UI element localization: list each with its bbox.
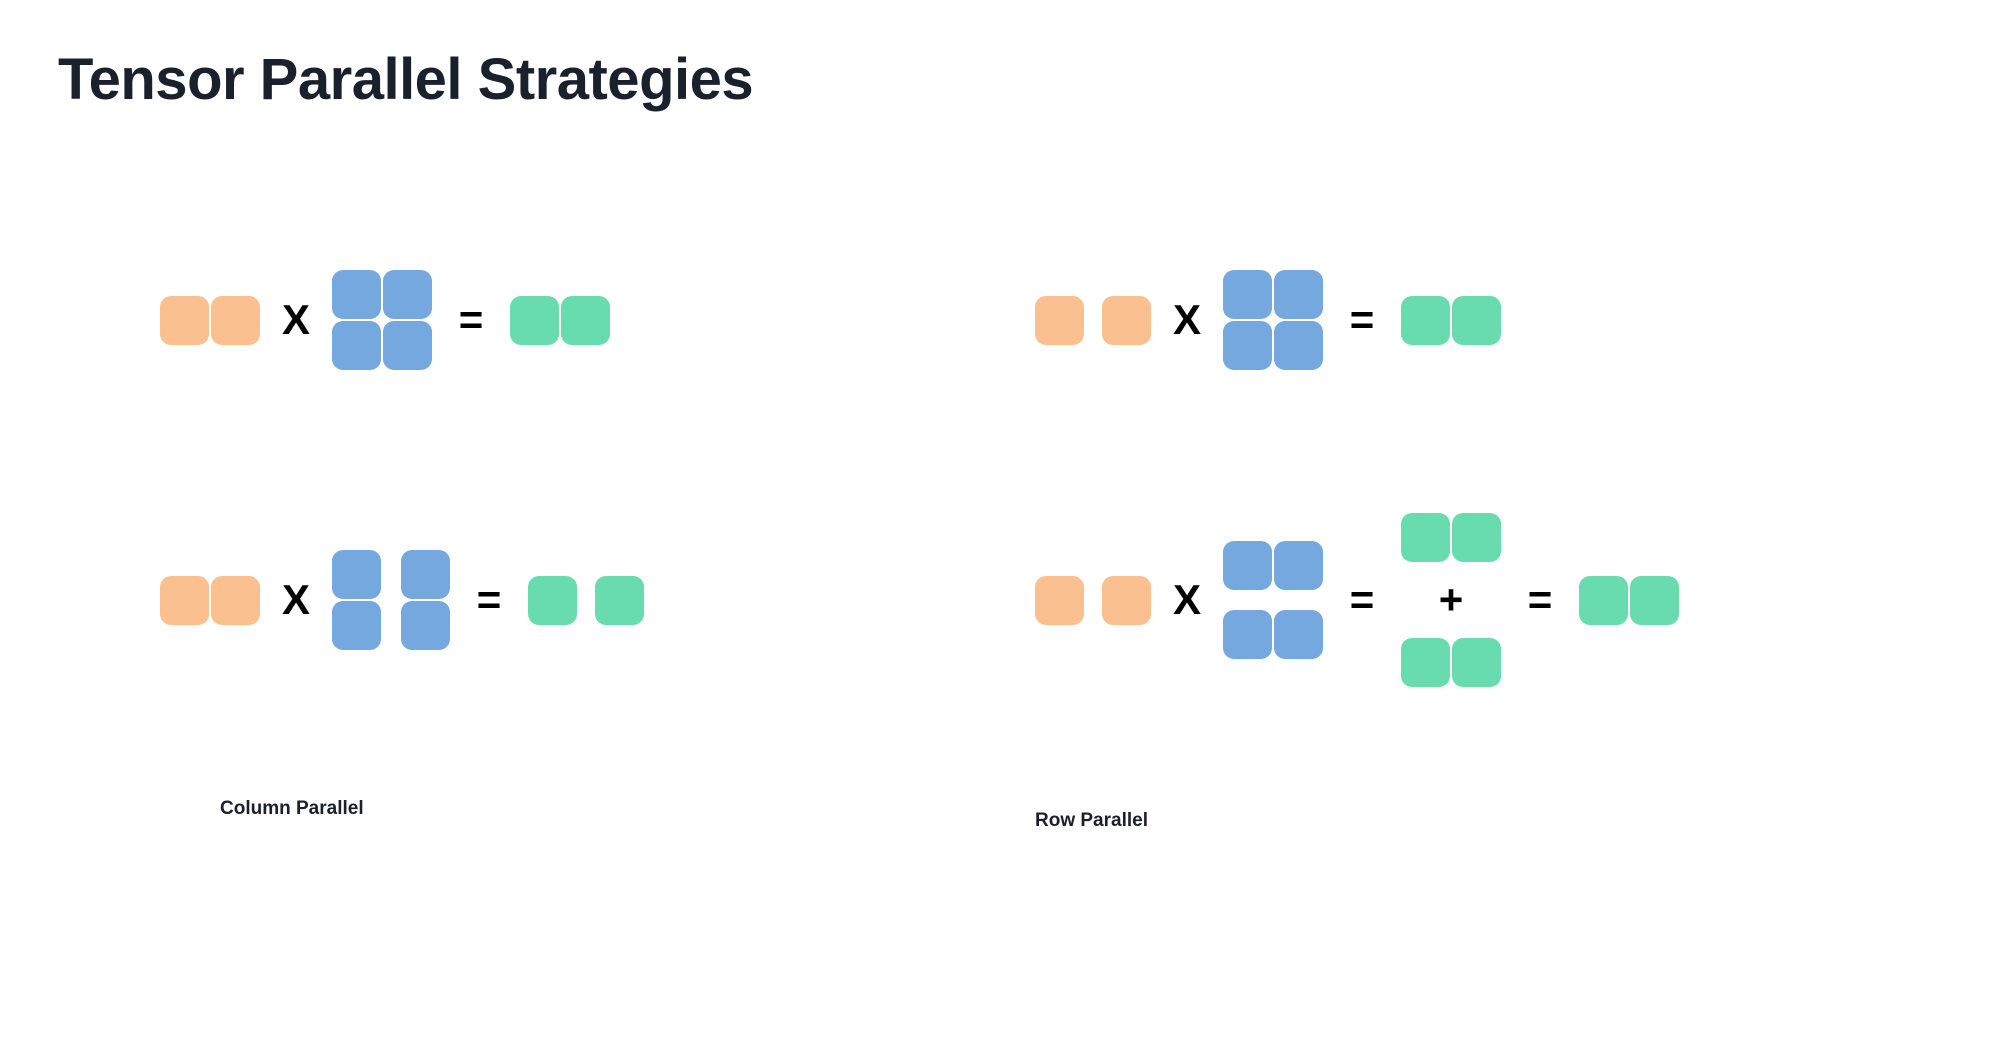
partial-output-block bbox=[1452, 513, 1501, 562]
partial-output-vector bbox=[1401, 513, 1501, 562]
equals-operator: = bbox=[458, 296, 484, 343]
weight-block bbox=[383, 321, 432, 370]
input-block bbox=[211, 575, 260, 625]
weight-block bbox=[383, 270, 432, 319]
weight-block bbox=[332, 270, 381, 319]
output-activation-vector bbox=[1401, 295, 1501, 345]
partial-output-vector bbox=[1401, 638, 1501, 687]
weight-block bbox=[332, 601, 381, 650]
partial-sum-group: + bbox=[1401, 513, 1501, 687]
weight-block bbox=[1223, 321, 1272, 370]
weight-block bbox=[1223, 270, 1272, 319]
output-block bbox=[595, 575, 644, 625]
multiply-operator: X bbox=[281, 296, 310, 343]
weight-block bbox=[401, 601, 450, 650]
input-block bbox=[1102, 575, 1151, 625]
output-activation-vector-sharded bbox=[528, 575, 644, 625]
output-block bbox=[1579, 575, 1628, 625]
weight-matrix bbox=[1223, 270, 1323, 370]
weight-matrix bbox=[332, 270, 432, 370]
input-block bbox=[1035, 295, 1084, 345]
multiply-operator: X bbox=[1172, 576, 1201, 623]
panel-column-parallel: X = X = Column P bbox=[60, 150, 960, 930]
weight-block bbox=[1274, 541, 1323, 590]
input-activation-vector bbox=[160, 575, 260, 625]
weight-matrix-column-sharded bbox=[332, 550, 450, 650]
equation-row-row-parallel-sharded: X = + = bbox=[1035, 500, 1679, 700]
weight-block bbox=[1274, 321, 1323, 370]
input-activation-vector-sharded bbox=[1035, 295, 1151, 345]
weight-block bbox=[1223, 541, 1272, 590]
output-activation-vector-reduced bbox=[1579, 575, 1679, 625]
partial-output-block bbox=[1452, 638, 1501, 687]
input-block bbox=[1102, 295, 1151, 345]
weight-block bbox=[332, 321, 381, 370]
input-block bbox=[1035, 575, 1084, 625]
output-activation-vector bbox=[510, 295, 610, 345]
partial-output-block bbox=[1401, 513, 1450, 562]
multiply-operator: X bbox=[281, 576, 310, 623]
input-block bbox=[211, 295, 260, 345]
equals-operator: = bbox=[1349, 296, 1375, 343]
output-block bbox=[528, 575, 577, 625]
equals-operator: = bbox=[1349, 576, 1375, 623]
input-activation-vector-sharded bbox=[1035, 575, 1151, 625]
weight-block bbox=[401, 550, 450, 599]
input-block bbox=[160, 295, 209, 345]
equation-row-row-parallel-unsharded: X = bbox=[1035, 220, 1501, 420]
strategy-label-row-parallel: Row Parallel bbox=[1035, 810, 1148, 831]
multiply-operator: X bbox=[1172, 296, 1201, 343]
output-block bbox=[510, 295, 559, 345]
output-block bbox=[1452, 295, 1501, 345]
output-block bbox=[1401, 295, 1450, 345]
weight-block bbox=[1274, 610, 1323, 659]
equals-operator-final: = bbox=[1527, 576, 1553, 623]
output-block bbox=[1630, 575, 1679, 625]
output-block bbox=[561, 295, 610, 345]
weight-block bbox=[332, 550, 381, 599]
panel-row-parallel: X = X = bbox=[1035, 150, 1965, 930]
equals-operator: = bbox=[476, 576, 502, 623]
weight-block bbox=[1223, 610, 1272, 659]
input-activation-vector bbox=[160, 295, 260, 345]
weight-matrix-row-sharded bbox=[1223, 541, 1323, 659]
strategy-label-column-parallel: Column Parallel bbox=[220, 798, 364, 819]
plus-operator: + bbox=[1438, 576, 1464, 623]
equation-row-column-parallel-unsharded: X = bbox=[160, 220, 610, 420]
page-title: Tensor Parallel Strategies bbox=[58, 47, 754, 112]
input-block bbox=[160, 575, 209, 625]
weight-block bbox=[1274, 270, 1323, 319]
equation-row-column-parallel-sharded: X = bbox=[160, 500, 644, 700]
partial-output-block bbox=[1401, 638, 1450, 687]
